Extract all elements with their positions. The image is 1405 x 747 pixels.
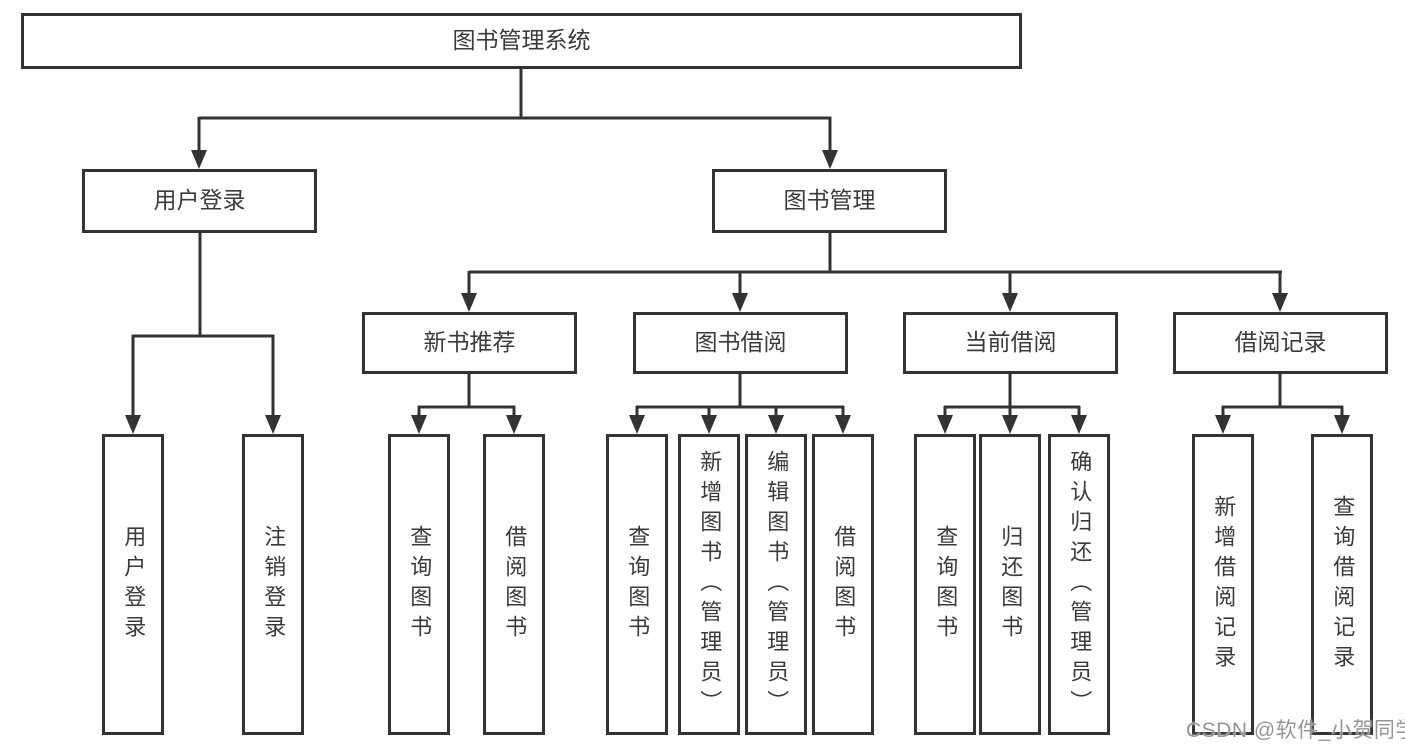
leaf-rd-add-record-label: 新增借阅记录 (1211, 494, 1237, 675)
leaf-user-login-label: 用户登录 (121, 524, 147, 645)
leaf-bb-query-books: 查询图书 (606, 434, 668, 735)
leaf-logout-label: 注销登录 (261, 524, 287, 645)
leaf-bb-add-books-admin-label: 新增图书（管理员） (697, 449, 723, 720)
leaf-bb-query-books-label: 查询图书 (625, 524, 651, 645)
leaf-cur-return-books-label: 归还图书 (998, 524, 1024, 645)
leaf-cur-confirm-return-admin-label: 确认归还（管理员） (1067, 449, 1093, 720)
node-book-management-label: 图书管理 (783, 187, 876, 214)
leaf-rec-query-books: 查询图书 (388, 434, 450, 735)
leaf-rd-query-record: 查询借阅记录 (1311, 434, 1373, 735)
node-new-book-recommend: 新书推荐 (362, 312, 577, 374)
leaf-cur-confirm-return-admin: 确认归还（管理员） (1048, 434, 1110, 735)
leaf-bb-add-books-admin: 新增图书（管理员） (678, 434, 740, 735)
leaf-cur-query-books-label: 查询图书 (933, 524, 959, 645)
node-root-label: 图书管理系统 (452, 27, 591, 54)
node-book-borrow: 图书借阅 (633, 312, 848, 374)
node-borrow-records: 借阅记录 (1173, 312, 1388, 374)
leaf-rec-borrow-books-label: 借阅图书 (502, 524, 528, 645)
leaf-rd-add-record: 新增借阅记录 (1192, 434, 1254, 735)
node-user-login: 用户登录 (82, 169, 317, 233)
node-current-borrow: 当前借阅 (903, 312, 1118, 374)
leaf-bb-edit-books-admin-label: 编辑图书（管理员） (764, 449, 790, 720)
leaf-bb-borrow-books: 借阅图书 (812, 434, 874, 735)
leaf-rd-query-record-label: 查询借阅记录 (1330, 494, 1356, 675)
leaf-cur-query-books: 查询图书 (914, 434, 976, 735)
csdn-watermark: CSDN @软件_小贺同学 (1186, 719, 1405, 742)
node-new-book-recommend-label: 新书推荐 (423, 329, 516, 356)
leaf-bb-edit-books-admin: 编辑图书（管理员） (745, 434, 807, 735)
leaf-logout: 注销登录 (242, 434, 304, 735)
leaf-rec-borrow-books: 借阅图书 (483, 434, 545, 735)
leaf-bb-borrow-books-label: 借阅图书 (831, 524, 857, 645)
node-current-borrow-label: 当前借阅 (964, 329, 1057, 356)
leaf-rec-query-books-label: 查询图书 (407, 524, 433, 645)
node-book-management: 图书管理 (712, 169, 947, 233)
node-root: 图书管理系统 (21, 13, 1022, 69)
node-user-login-label: 用户登录 (153, 187, 246, 214)
leaf-cur-return-books: 归还图书 (979, 434, 1041, 735)
leaf-user-login: 用户登录 (102, 434, 164, 735)
node-book-borrow-label: 图书借阅 (694, 329, 787, 356)
node-borrow-records-label: 借阅记录 (1234, 329, 1327, 356)
